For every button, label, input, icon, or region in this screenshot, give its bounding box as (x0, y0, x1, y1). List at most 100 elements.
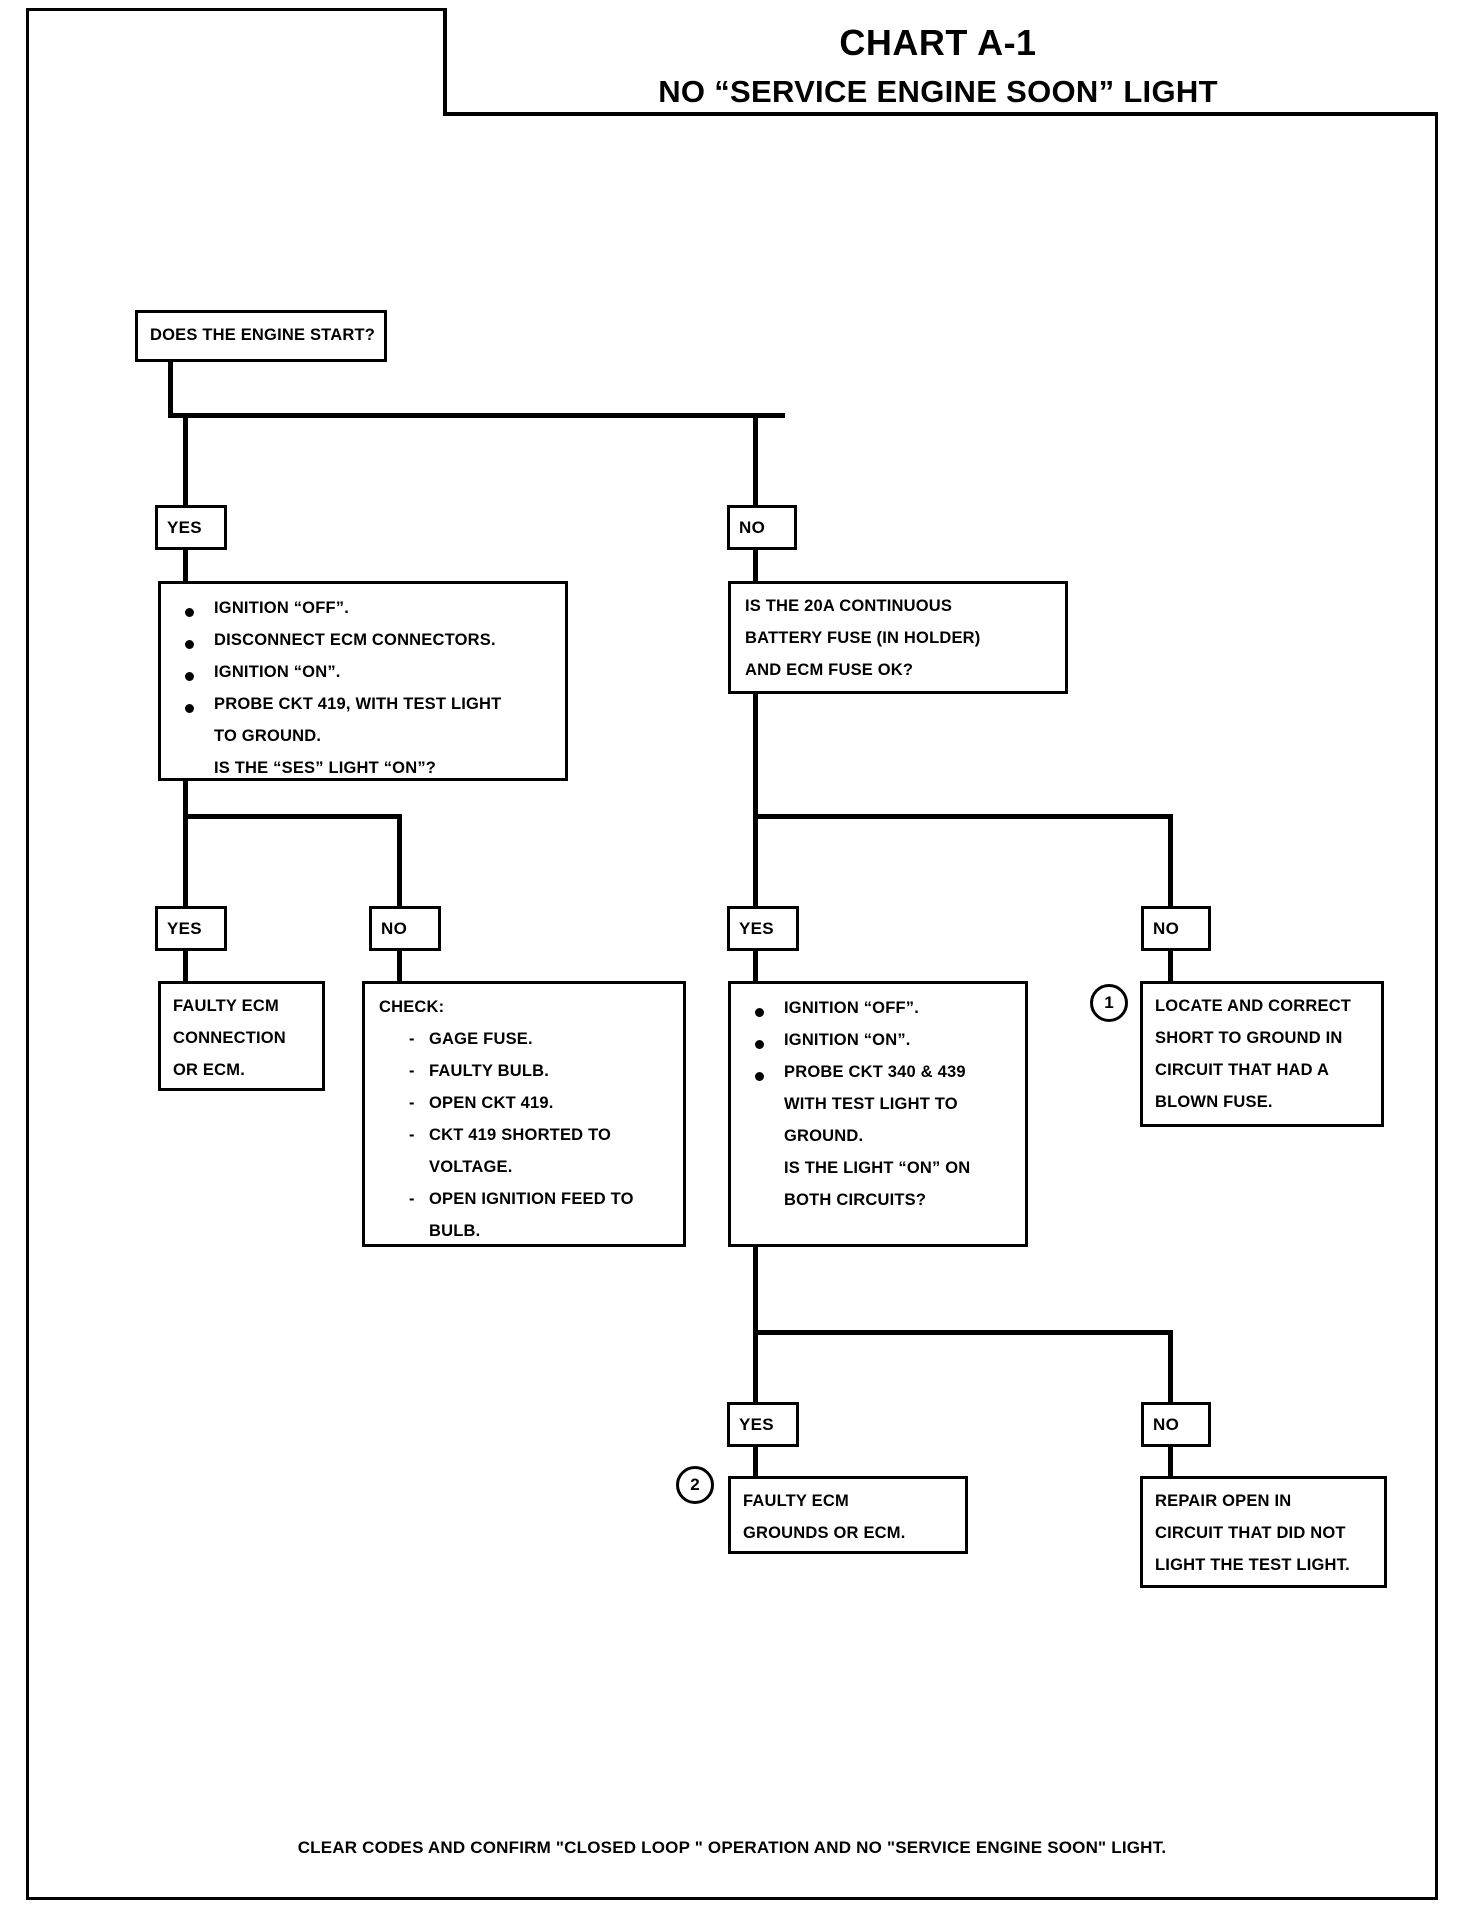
connector-fuse-question-split (753, 814, 1173, 819)
node-line: AND ECM FUSE OK? (745, 661, 914, 679)
bullet-icon (185, 640, 194, 649)
page-subtitle: NO “SERVICE ENGINE SOON” LIGHT (658, 74, 1218, 109)
marker-one-circle: 1 (1090, 984, 1128, 1022)
connector-start-right (753, 413, 758, 508)
node-faulty-ecm-connection: FAULTY ECM CONNECTION OR ECM. (158, 981, 325, 1091)
node-line: LIGHT THE TEST LIGHT. (1155, 1556, 1350, 1574)
node-line: LOCATE AND CORRECT (1155, 997, 1352, 1015)
node-label: DOES THE ENGINE START? (150, 326, 376, 344)
yn-text: NO (381, 918, 408, 938)
node-line: REPAIR OPEN IN (1155, 1492, 1292, 1510)
dash-marker: - (409, 1030, 415, 1048)
node-item: OPEN CKT 419. (429, 1094, 554, 1112)
connector-start-down (168, 360, 173, 418)
connector-fuse-question-down (753, 692, 758, 819)
branch-label-yes-ses-light: YES (155, 906, 227, 951)
node-item: CKT 419 SHORTED TO (429, 1126, 612, 1144)
yn-text: NO (1153, 1414, 1180, 1434)
bullet-icon (755, 1040, 764, 1049)
connector-probe-test-down (753, 1245, 758, 1335)
branch-label-no-fuse-ok: NO (1141, 906, 1211, 951)
node-item: GAGE FUSE. (429, 1030, 533, 1048)
node-check-list: CHECK: - GAGE FUSE. - FAULTY BULB. - OPE… (362, 981, 686, 1247)
node-item: FAULTY BULB. (429, 1062, 550, 1080)
connector-no-to-check-list (397, 950, 402, 982)
connector-yes-to-faulty-ecm-grounds (753, 1446, 758, 1478)
connector-left-test-split (183, 814, 402, 819)
node-locate-short: LOCATE AND CORRECT SHORT TO GROUND IN CI… (1140, 981, 1384, 1127)
dash-marker: - (409, 1190, 415, 1208)
node-item: DISCONNECT ECM CONNECTORS. (214, 631, 496, 649)
connector-left-test-no (397, 814, 402, 909)
yn-text: YES (739, 918, 774, 938)
node-item: IS THE LIGHT “ON” ON (784, 1159, 971, 1177)
dash-marker: - (409, 1094, 415, 1112)
branch-label-no-ses-light: NO (369, 906, 441, 951)
marker-two-circle: 2 (676, 1466, 714, 1504)
bullet-icon (185, 704, 194, 713)
node-item: PROBE CKT 419, WITH TEST LIGHT (214, 695, 502, 713)
connector-probe-test-split (753, 1330, 1173, 1335)
page-title: CHART A-1 (839, 22, 1037, 63)
yn-text: YES (167, 517, 202, 537)
connector-probe-yes (753, 1330, 758, 1425)
yn-text: NO (739, 517, 766, 537)
node-item: OPEN IGNITION FEED TO (429, 1190, 634, 1208)
connector-start-left (183, 413, 188, 508)
connector-no-to-fuse-question (753, 549, 758, 582)
yn-text: NO (1153, 918, 1180, 938)
connector-fuse-no (1168, 814, 1173, 909)
dash-marker: - (409, 1126, 415, 1144)
node-line: OR ECM. (173, 1061, 245, 1079)
node-line: IS THE 20A CONTINUOUS (745, 597, 953, 615)
connector-start-split (168, 413, 785, 418)
node-line: CONNECTION (173, 1029, 286, 1047)
branch-label-no-engine-start: NO (727, 505, 797, 550)
node-repair-open: REPAIR OPEN IN CIRCUIT THAT DID NOT LIGH… (1140, 1476, 1387, 1588)
bullet-icon (755, 1072, 764, 1081)
node-line: FAULTY ECM (173, 997, 279, 1015)
node-item: TO GROUND. (214, 727, 322, 745)
node-line: CIRCUIT THAT HAD A (1155, 1061, 1330, 1079)
connector-yes-to-faulty-ecm-connection (183, 950, 188, 982)
node-item: PROBE CKT 340 & 439 (784, 1063, 966, 1081)
connector-probe-no (1168, 1330, 1173, 1425)
branch-label-yes-fuse-ok: YES (727, 906, 799, 951)
marker-number: 2 (690, 1475, 700, 1494)
branch-label-yes-engine-start: YES (155, 505, 227, 550)
yn-text: YES (739, 1414, 774, 1434)
node-item: WITH TEST LIGHT TO (784, 1095, 958, 1113)
node-item: IS THE “SES” LIGHT “ON”? (214, 759, 437, 777)
node-item: IGNITION “ON”. (784, 1031, 911, 1049)
connector-no-to-locate-short (1168, 950, 1173, 982)
yn-text: YES (167, 918, 202, 938)
connector-left-test-yes (183, 814, 188, 909)
footer-note: CLEAR CODES AND CONFIRM "CLOSED LOOP " O… (297, 1838, 1167, 1857)
node-item: BOTH CIRCUITS? (784, 1191, 927, 1209)
branch-label-no-both-circuits: NO (1141, 1402, 1211, 1447)
bullet-icon (185, 672, 194, 681)
node-probe-test: IGNITION “OFF”. IGNITION “ON”. PROBE CKT… (728, 981, 1028, 1247)
node-line: SHORT TO GROUND IN (1155, 1029, 1343, 1047)
bullet-icon (755, 1008, 764, 1017)
branch-label-yes-both-circuits: YES (727, 1402, 799, 1447)
node-line: GROUNDS OR ECM. (743, 1524, 906, 1542)
node-faulty-ecm-grounds: FAULTY ECM GROUNDS OR ECM. (728, 1476, 968, 1554)
node-fuse-question: IS THE 20A CONTINUOUS BATTERY FUSE (IN H… (728, 581, 1068, 694)
node-left-test: IGNITION “OFF”. DISCONNECT ECM CONNECTOR… (158, 581, 568, 781)
dash-marker: - (409, 1062, 415, 1080)
connector-fuse-yes (753, 814, 758, 909)
node-heading: CHECK: (379, 998, 445, 1016)
node-does-engine-start: DOES THE ENGINE START? (135, 310, 387, 362)
node-line: FAULTY ECM (743, 1492, 849, 1510)
connector-yes-to-left-test (183, 549, 188, 582)
connector-left-test-down (183, 779, 188, 819)
node-item: IGNITION “OFF”. (214, 599, 349, 617)
title-block (443, 8, 1438, 116)
connector-yes-to-probe-test (753, 950, 758, 982)
bullet-icon (185, 608, 194, 617)
node-item: GROUND. (784, 1127, 864, 1145)
node-line: BLOWN FUSE. (1155, 1093, 1273, 1111)
node-line: BATTERY FUSE (IN HOLDER) (745, 629, 981, 647)
connector-no-to-repair-open (1168, 1446, 1173, 1478)
